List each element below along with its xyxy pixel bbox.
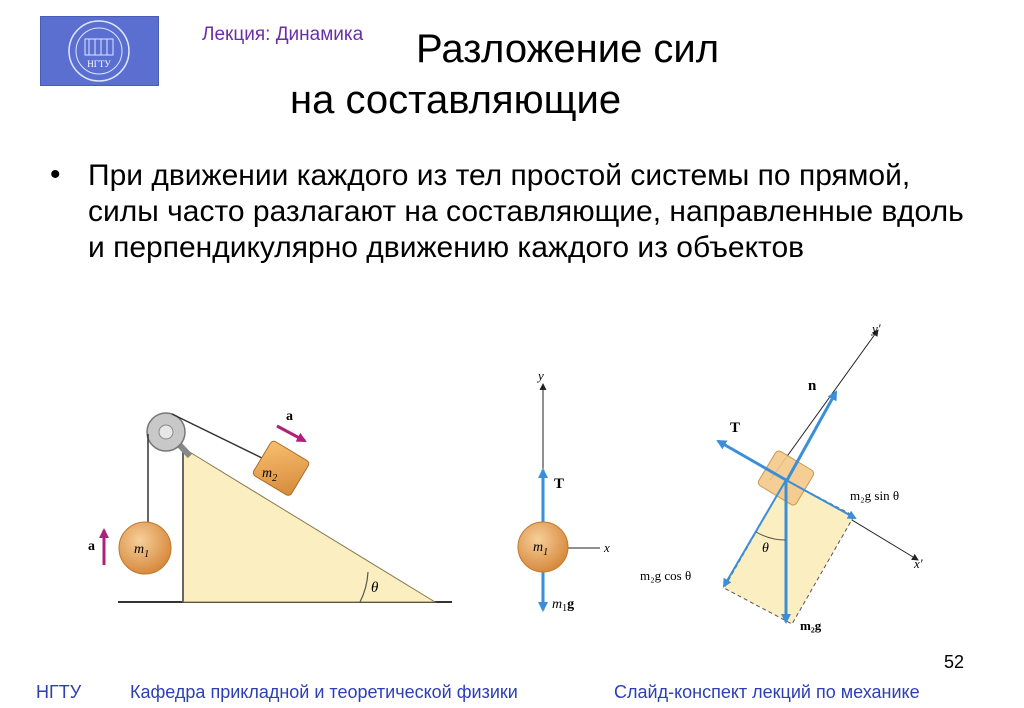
angle-arc	[755, 531, 787, 541]
footer-org: НГТУ	[36, 682, 82, 702]
weight-label: m₂g	[800, 618, 822, 633]
university-logo: НГТУ	[40, 16, 159, 86]
page-number: 52	[944, 652, 965, 672]
block-label: m2	[262, 466, 277, 484]
title-line-1: Разложение сил	[416, 27, 720, 71]
incline-pulley-figure: θ m2 a m1 a	[88, 409, 452, 603]
svg-text:θ: θ	[762, 541, 769, 556]
y-prime-axis	[769, 329, 879, 481]
hanging-mass-m1	[118, 521, 172, 575]
weight-label: m1g	[552, 597, 574, 614]
svg-text:y′: y′	[870, 321, 881, 336]
angle-arc	[359, 571, 369, 603]
bullet-text: При движении каждого из тел простой сист…	[88, 159, 964, 264]
sin-component-label: m₂g sin θ	[850, 488, 899, 503]
svg-text:y: y	[536, 368, 544, 383]
svg-text:a: a	[286, 409, 293, 424]
mass-label: m1	[134, 542, 149, 560]
seal-icon: НГТУ	[68, 20, 130, 82]
tension-arrow	[716, 439, 787, 482]
footer-department: Кафедра прикладной и теоретической физик…	[130, 682, 518, 702]
normal-arrow	[784, 390, 838, 483]
title-line-2: на составляющие	[290, 78, 622, 122]
footer-course: Слайд-конспект лекций по механике	[614, 682, 920, 702]
svg-text:x′: x′	[913, 556, 923, 571]
cos-component-arrow	[722, 479, 787, 588]
block-m2	[252, 440, 310, 496]
footer: НГТУ Кафедра прикладной и теоретической …	[0, 680, 1024, 706]
cos-component-label: m₂g cos θ	[640, 568, 691, 583]
string-incline	[171, 413, 263, 459]
svg-text:n: n	[808, 378, 817, 394]
svg-text:m1: m1	[533, 540, 548, 558]
bullet-dot-icon: •	[50, 158, 61, 191]
angle-label: θ	[371, 580, 379, 596]
svg-text:T: T	[730, 420, 740, 436]
sin-component-arrow	[785, 479, 857, 519]
mass-m1-ball	[517, 521, 569, 573]
svg-text:T: T	[554, 476, 564, 492]
svg-text:a: a	[88, 539, 95, 554]
slide-title: Разложение сил на составляющие	[290, 24, 890, 126]
free-body-m2-figure: y′ x′ n T m₂g sin θ m₂g cos θ m₂g θ	[640, 321, 923, 633]
block-accel-arrow	[276, 424, 307, 443]
svg-text:НГТУ: НГТУ	[87, 59, 111, 69]
svg-text:x: x	[603, 540, 610, 555]
free-body-m1-figure: y x T m1g m1	[517, 368, 610, 614]
lecture-subtitle: Лекция: Динамика	[202, 24, 364, 45]
incline-wedge	[182, 447, 437, 603]
